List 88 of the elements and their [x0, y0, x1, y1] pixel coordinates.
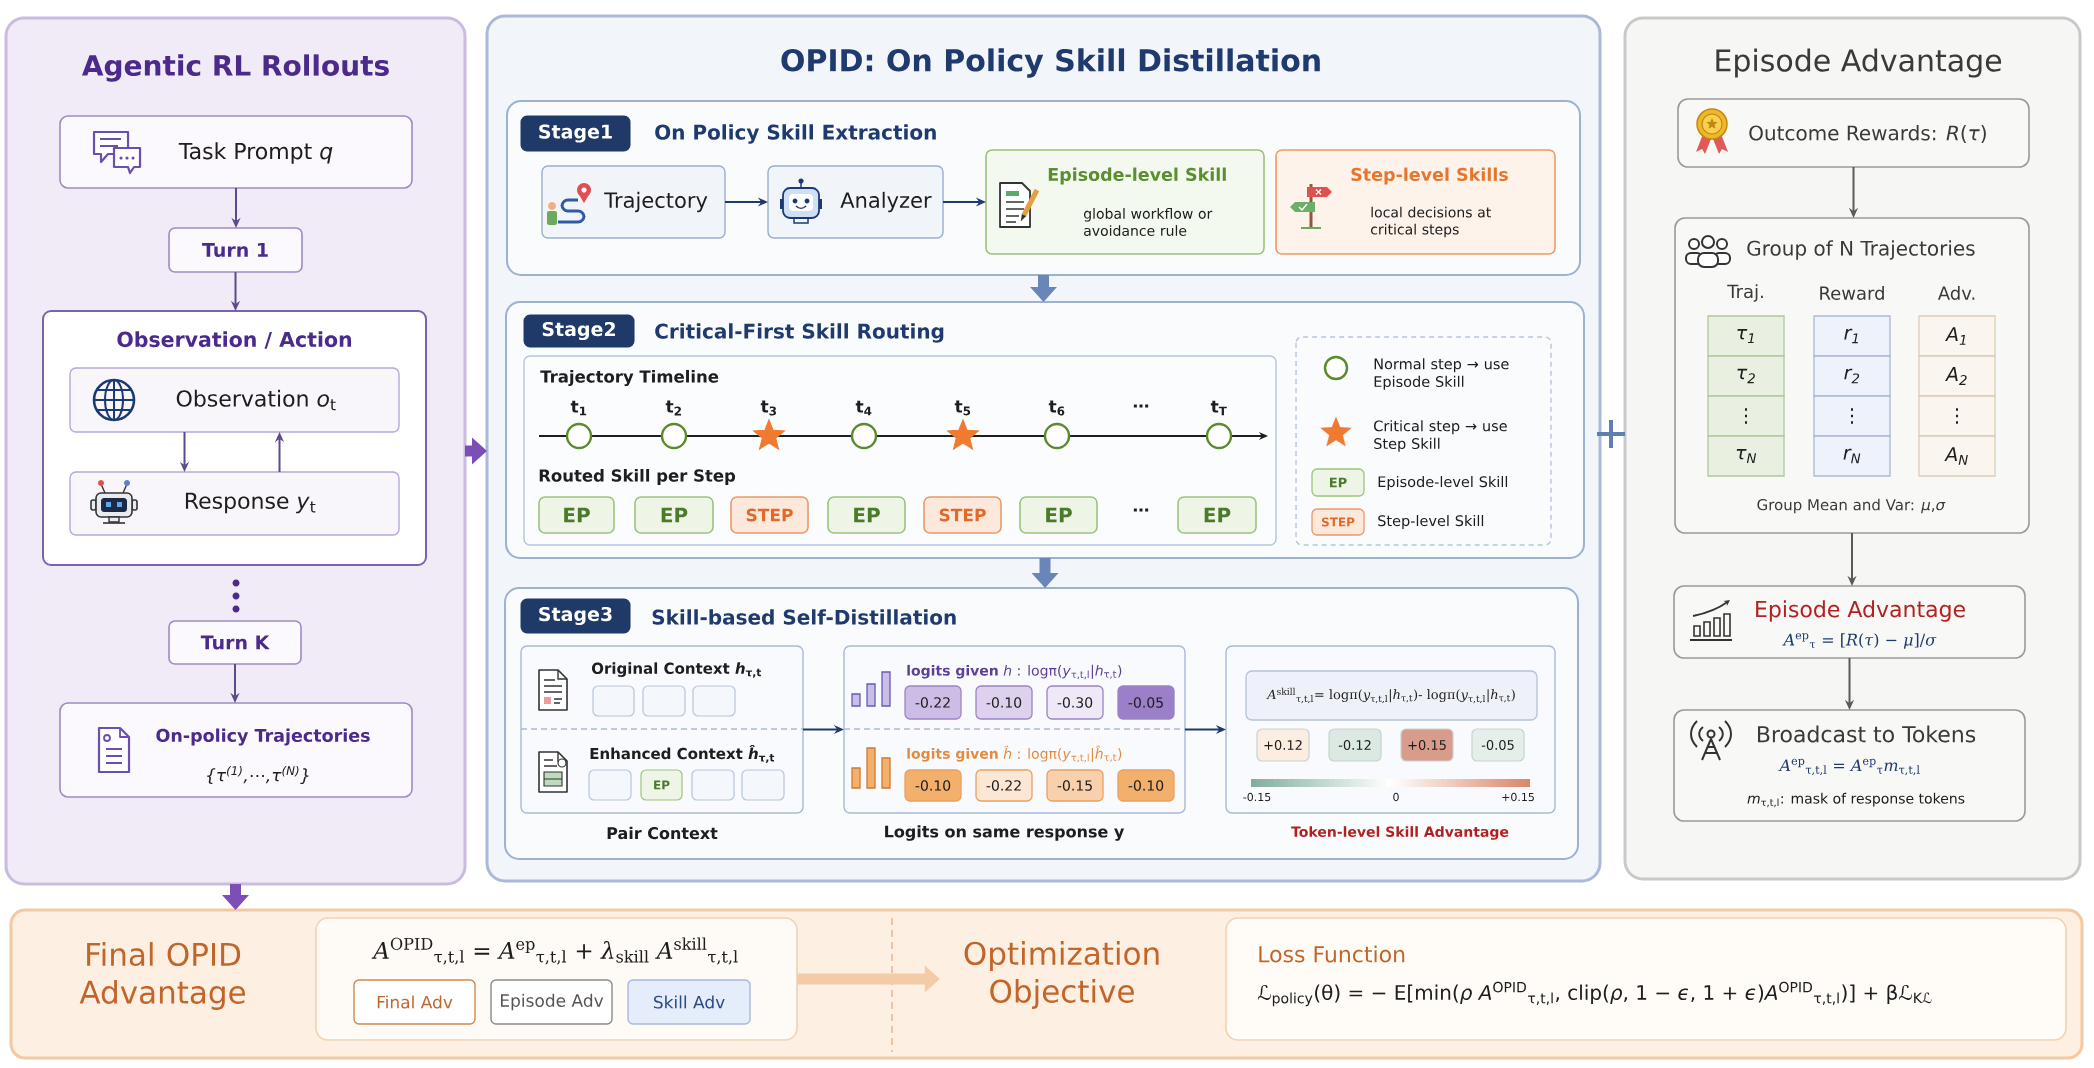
node-label: logits given ĥ : logπ(y$_{τ,t,l}$|ĥ$_{τ,t}$) [907, 745, 1122, 763]
token-slot [588, 769, 632, 801]
table-cell: A$_{1}$ [1918, 315, 1996, 357]
column-header: Adv. [1937, 286, 1975, 300]
node-label: Group of N Trajectories [1747, 240, 1975, 260]
scale-label: +0.15 [1502, 792, 1534, 802]
legend-text: Normal step → use Episode Skill [1374, 358, 1509, 390]
token-slot [642, 685, 686, 717]
table-cell: A$_{N}$ [1918, 435, 1996, 477]
process-box: Episode Advantage A$^{ep}$$_{τ}$ = [R(τ) − μ]/σ [1673, 585, 2026, 659]
step-label: t$_{3}$ [760, 400, 777, 416]
value-box: -0.22 [975, 769, 1033, 802]
value-box: -0.30 [1046, 685, 1104, 720]
ellipsis: … [1133, 508, 1149, 512]
value-box: -0.10 [975, 685, 1033, 720]
stage-badge: Stage3 [520, 598, 631, 634]
token-slot [691, 769, 735, 801]
skill-tag: EP [634, 496, 714, 534]
token-slot [692, 685, 736, 717]
step-box: Turn K [168, 620, 302, 665]
node-label: Enhanced Context ĥ$_{τ,t}$ [590, 745, 775, 763]
scale-label: 0 [1393, 792, 1399, 802]
legend-text: Step-level Skill [1378, 514, 1484, 529]
table-cell: ⋮ [1918, 395, 1996, 437]
step-label: t$_{1}$ [570, 400, 587, 416]
token-slot [741, 769, 785, 801]
process-box: Task Prompt q [59, 115, 413, 189]
stage-badge: Stage1 [520, 115, 631, 152]
skill-tag: EP [538, 496, 615, 534]
heading: Optimization Objective [964, 941, 1159, 1009]
value-box: -0.12 [1328, 728, 1382, 762]
step-label: t$_{5}$ [954, 400, 971, 416]
formula-box: A$^{skill}$$_{τ,t,l}$= logπ(y$_{τ,t,l}$|h$_{τ,t}$)- logπ(y$_{τ,t,l}$|h$_{τ,t}$) [1245, 670, 1538, 721]
table-cell: r$_{1}$ [1813, 315, 1891, 357]
column-header: Traj. [1727, 284, 1763, 302]
stage-badge: Stage2 [523, 314, 635, 348]
step-label: t$_{T}$ [1210, 400, 1227, 416]
panel-label: Logits on same response y [885, 825, 1125, 841]
skill-tag: EP [1019, 496, 1098, 534]
legend-sample: EP [1311, 468, 1365, 497]
step-box: Turn 1 [168, 227, 303, 273]
skill-tag: STEP [923, 496, 1002, 534]
process-box: Response y$_{t}$ [69, 471, 400, 536]
process-box: Outcome Rewards: R(τ) [1677, 98, 2030, 168]
skill-tag: STEP [730, 496, 809, 534]
node-label: Group Mean and Var: μ,σ [1757, 498, 1946, 514]
node-label: m$_{τ,t,l}$: mask of response tokens [1747, 792, 1965, 808]
value-box: -0.15 [1046, 769, 1104, 802]
table-cell: A$_{2}$ [1918, 355, 1996, 397]
legend-text: Episode-level Skill [1378, 475, 1508, 490]
skill-tag: EP [1177, 496, 1257, 534]
skill-box: Episode-level Skill global workflow or avoidance rule [985, 149, 1265, 255]
node-label: Original Context h$_{τ,t}$ [591, 662, 762, 678]
panel-label: Token-level Skill Advantage [1291, 826, 1509, 840]
table-cell: ⋮ [1707, 395, 1785, 437]
step-label: t$_{6}$ [1048, 400, 1065, 416]
table-cell: τ$_{2}$ [1707, 355, 1785, 397]
process-box: Trajectory [541, 165, 726, 239]
process-box: Observation o$_{t}$ [69, 367, 400, 433]
table-cell: τ$_{1}$ [1707, 315, 1785, 357]
value-box: -0.22 [904, 685, 962, 720]
skill-tag: EP [827, 496, 906, 534]
table-cell: r$_{2}$ [1813, 355, 1891, 397]
scale-label: -0.15 [1243, 792, 1271, 802]
node-label: Broadcast to Tokens [1758, 725, 1976, 743]
step-label: t$_{2}$ [665, 400, 681, 416]
value-box: +0.15 [1400, 728, 1454, 762]
step-label: t$_{4}$ [855, 400, 872, 416]
value-box: -0.05 [1117, 685, 1175, 720]
token-slot [592, 685, 635, 717]
column-header: Reward [1820, 286, 1884, 300]
value-box: -0.05 [1471, 728, 1525, 762]
value-box: -0.10 [904, 769, 962, 802]
legend-sample: STEP [1311, 508, 1365, 536]
process-box: Analyzer [767, 165, 944, 239]
token-slot: EP [640, 769, 683, 801]
formula-box: Loss Function ℒ$_{policy}$(θ) = − E[min(ρ A$^{OPID}$$_{τ,t,l}$, clip(ρ, 1 − ϵ, 1 + ϵ)A$^{OPID}$$_{τ,t,l}$)] + βℒ$_{Kℒ}$ [1225, 917, 2067, 1041]
table-cell: τ$_{N}$ [1707, 435, 1785, 477]
output-box: On-policy Trajectories {τ$^{(1)}$,⋯,τ$^{(N)}$} [59, 702, 413, 798]
value-box: +0.12 [1256, 728, 1310, 762]
node-label: logits given h : logπ(y$_{τ,t,l}$|h$_{τ,t}$) [907, 664, 1122, 680]
legend-text: Critical step → use Step Skill [1374, 420, 1507, 452]
table-cell: ⋮ [1813, 395, 1891, 437]
skill-box: Step-level Skills local decisions at critical steps [1275, 149, 1556, 255]
table-cell: r$_{N}$ [1813, 435, 1891, 477]
value-box: -0.10 [1117, 769, 1175, 802]
panel-label: Pair Context [607, 826, 718, 840]
ellipsis: … [1133, 404, 1149, 408]
